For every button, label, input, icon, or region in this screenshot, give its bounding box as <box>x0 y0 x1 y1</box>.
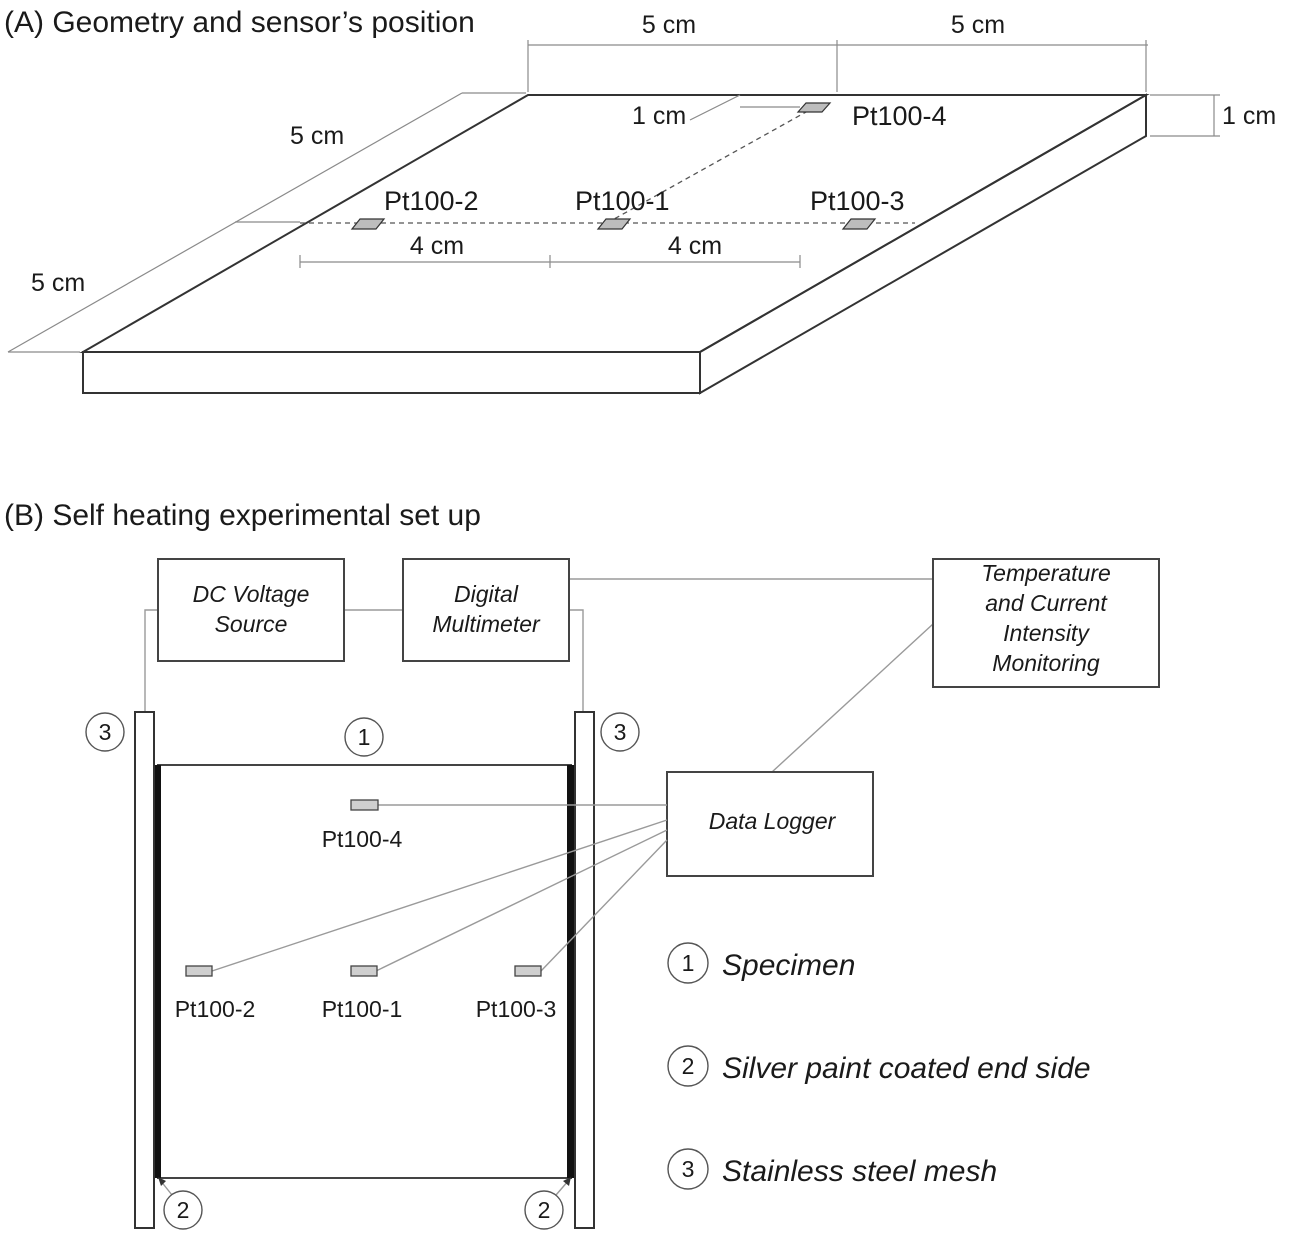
sensor-label-a-4: Pt100-4 <box>852 101 947 131</box>
sensor-pads-top-view <box>185 799 542 977</box>
svg-text:2: 2 <box>177 1197 190 1223</box>
data-logger-box <box>666 771 874 877</box>
multimeter-label-line2: Multimeter <box>432 611 541 637</box>
dim-top-left: 5 cm <box>642 11 696 39</box>
svg-text:Specimen: Specimen <box>722 949 855 982</box>
svg-text:2: 2 <box>682 1053 695 1079</box>
marker-mesh-right: 3 <box>600 712 640 752</box>
spacing-dimension <box>299 255 801 268</box>
monitoring-box <box>932 558 1160 688</box>
svg-text:Silver paint coated end side: Silver paint coated end side <box>722 1052 1091 1085</box>
sensor-label-b-3: Pt100-3 <box>476 996 557 1022</box>
sensor-label-a-1: Pt100-1 <box>575 186 670 216</box>
sensor-label-b-2: Pt100-2 <box>175 996 256 1022</box>
dim-inner-offset: 1 cm <box>632 102 686 130</box>
circuit-wires <box>144 578 934 773</box>
silver-paint-left <box>154 765 161 1178</box>
slab-front-face <box>82 351 701 394</box>
dim-side-lower: 5 cm <box>31 269 85 297</box>
dim-top-right: 5 cm <box>951 11 1005 39</box>
silver-paint-right <box>567 765 574 1178</box>
dc-source-label-line2: Source <box>215 611 288 637</box>
top-dimension-lines <box>527 40 1148 92</box>
legend-item-1: 1 Specimen <box>667 942 855 984</box>
dim-spacing-left: 4 cm <box>410 232 464 260</box>
svg-text:Stainless steel mesh: Stainless steel mesh <box>722 1155 997 1188</box>
digital-multimeter-box <box>402 558 570 662</box>
monitoring-label-line1: Temperature <box>981 560 1111 586</box>
thickness-dimension <box>1150 94 1220 137</box>
side-dimension-lines <box>7 92 526 353</box>
svg-text:3: 3 <box>682 1156 695 1182</box>
dim-side-upper: 5 cm <box>290 122 344 150</box>
svg-text:1: 1 <box>682 950 695 976</box>
marker-silver-left: 2 <box>158 1177 203 1230</box>
monitoring-label-line3: Intensity <box>1003 620 1090 646</box>
sensor-wires <box>211 804 668 972</box>
legend-item-3: 3 Stainless steel mesh <box>667 1148 997 1190</box>
data-logger-label: Data Logger <box>709 808 837 834</box>
sensor-pads-3d <box>350 102 877 230</box>
dc-source-label-line1: DC Voltage <box>193 581 310 607</box>
svg-text:2: 2 <box>538 1197 551 1223</box>
monitoring-label-line2: and Current <box>985 590 1108 616</box>
sensor-label-a-3: Pt100-3 <box>810 186 905 216</box>
sensor-label-b-4: Pt100-4 <box>322 826 403 852</box>
slab-side-face <box>699 93 1147 395</box>
inner-offset-dimension <box>689 94 800 121</box>
multimeter-label-line1: Digital <box>454 581 519 607</box>
steel-mesh-right <box>574 711 595 1229</box>
monitoring-label-line4: Monitoring <box>992 650 1100 676</box>
marker-specimen: 1 <box>344 717 384 757</box>
section-b-title: (B) Self heating experimental set up <box>4 499 481 532</box>
dim-thickness: 1 cm <box>1222 102 1276 130</box>
sensor-4-line <box>606 106 816 224</box>
legend-item-2: 2 Silver paint coated end side <box>667 1045 1091 1087</box>
sensor-label-b-1: Pt100-1 <box>322 996 403 1022</box>
svg-text:3: 3 <box>99 719 112 745</box>
svg-text:1: 1 <box>358 724 371 750</box>
marker-silver-right: 2 <box>524 1177 571 1230</box>
svg-text:3: 3 <box>614 719 627 745</box>
steel-mesh-left <box>134 711 155 1229</box>
dim-spacing-right: 4 cm <box>668 232 722 260</box>
marker-mesh-left: 3 <box>85 712 125 752</box>
dc-voltage-source-box <box>157 558 345 662</box>
section-a-title: (A) Geometry and sensor’s position <box>4 6 475 39</box>
sensor-label-a-2: Pt100-2 <box>384 186 479 216</box>
